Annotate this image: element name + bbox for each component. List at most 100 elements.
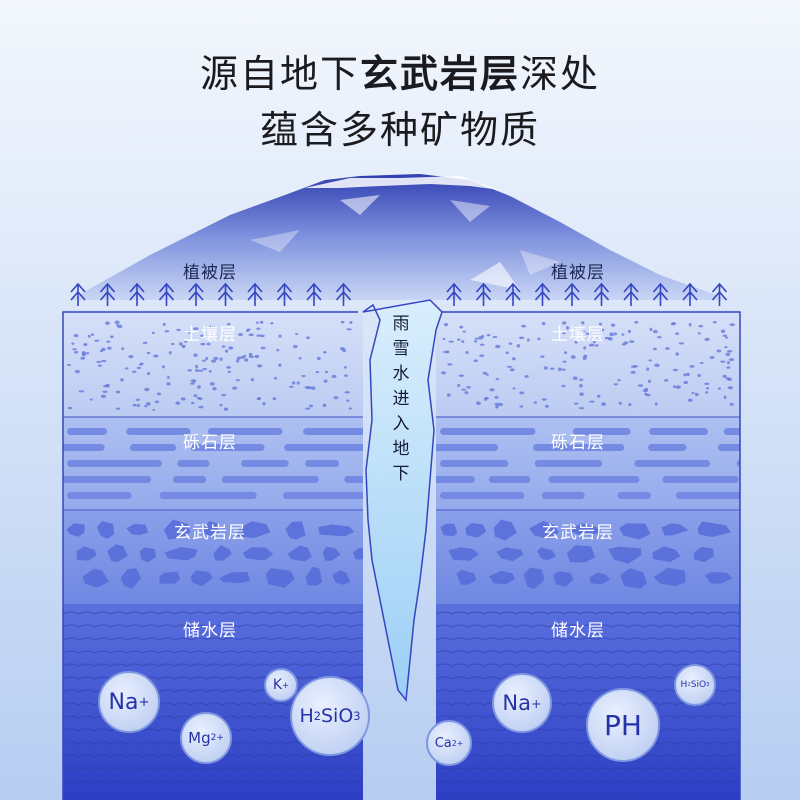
- gravel-piece: [648, 444, 687, 451]
- soil-particle: [581, 321, 585, 325]
- basalt-stone: [652, 546, 681, 562]
- basalt-stone: [553, 571, 574, 587]
- basalt-stone: [661, 523, 689, 536]
- basalt-stone: [653, 567, 686, 587]
- soil-particle: [722, 334, 728, 337]
- water-wave: [63, 793, 363, 797]
- soil-particle: [278, 363, 282, 367]
- soil-particle: [97, 364, 102, 367]
- soil-particle: [694, 392, 699, 397]
- soil-particle: [73, 351, 79, 354]
- soil-particle: [236, 359, 240, 363]
- soil-particle: [583, 346, 587, 350]
- soil-particle: [236, 356, 241, 360]
- channel-char: 水: [392, 364, 410, 384]
- soil-particle: [254, 354, 260, 359]
- page-title: 源自地下玄武岩层深处 蕴含多种矿物质: [0, 46, 800, 158]
- soil-particle: [585, 332, 591, 335]
- soil-particle: [128, 355, 134, 359]
- soil-particle: [146, 351, 151, 355]
- soil-particle: [124, 367, 129, 370]
- soil-particle: [200, 334, 205, 338]
- basalt-stone: [318, 524, 355, 537]
- soil-particle: [610, 323, 616, 327]
- water-wave: [63, 767, 363, 771]
- mineral-symbol: SiO: [690, 680, 707, 690]
- gravel-piece: [548, 476, 640, 483]
- basalt-stone: [523, 567, 545, 589]
- soil-particle: [588, 343, 595, 347]
- tree-icon: [475, 282, 492, 306]
- soil-particle: [288, 385, 294, 388]
- label-soil-left: 土壤层: [183, 325, 237, 345]
- tree-icon: [564, 282, 580, 306]
- soil-particle: [672, 385, 676, 389]
- soil-particle: [200, 342, 206, 346]
- soil-particle: [166, 376, 170, 379]
- soil-particle: [644, 392, 648, 396]
- label-aquifer-left: 储水层: [183, 621, 237, 641]
- label-gravel-left: 砾石层: [183, 433, 237, 453]
- soil-particle: [498, 402, 503, 407]
- soil-particle: [628, 403, 632, 407]
- soil-particle: [494, 395, 499, 399]
- soil-particle: [120, 378, 124, 382]
- water-wave: [63, 624, 363, 628]
- mineral-subscript: 3: [706, 682, 710, 688]
- gravel-piece: [717, 444, 740, 451]
- gravel-piece: [534, 460, 603, 467]
- water-wave: [436, 637, 740, 641]
- gravel-piece: [572, 428, 631, 435]
- soil-particle: [193, 327, 199, 331]
- basalt-stone: [305, 566, 323, 586]
- soil-particle: [226, 322, 231, 326]
- gravel-piece: [723, 428, 740, 435]
- gravel-piece: [67, 460, 162, 467]
- soil-particle: [724, 346, 728, 349]
- soil-particle: [524, 375, 529, 378]
- soil-particle: [729, 323, 735, 327]
- soil-particle: [213, 356, 219, 361]
- soil-particle: [146, 402, 151, 406]
- gravel-piece: [440, 428, 536, 435]
- soil-particle: [648, 359, 652, 362]
- soil-particle: [541, 398, 547, 401]
- soil-particle: [250, 377, 255, 382]
- soil-particle: [296, 381, 300, 385]
- tree-icon: [335, 282, 352, 306]
- soil-particle: [209, 325, 214, 328]
- soil-particle: [599, 328, 605, 332]
- soil-particle: [144, 387, 150, 392]
- soil-particle: [226, 366, 232, 369]
- soil-particle: [102, 390, 108, 394]
- soil-particle: [675, 332, 680, 335]
- soil-particle: [256, 397, 261, 401]
- channel-char: 进: [392, 389, 410, 409]
- soil-particle: [323, 379, 328, 383]
- gravel-piece: [190, 444, 265, 451]
- label-soil-right: 土壤层: [551, 325, 605, 345]
- channel-char: 雨: [392, 314, 410, 334]
- basalt-stone: [242, 547, 274, 561]
- mineral-subscript: 3: [353, 709, 361, 723]
- soil-particle: [457, 338, 461, 341]
- soil-particle: [519, 405, 524, 408]
- soil-particle: [621, 333, 625, 336]
- soil-particle: [672, 368, 679, 372]
- soil-particle: [276, 348, 280, 352]
- tree-icon: [129, 282, 145, 306]
- soil-particle: [187, 330, 192, 334]
- soil-particle: [153, 354, 159, 358]
- soil-particle: [344, 391, 350, 394]
- mineral-symbol: Na: [108, 689, 139, 715]
- soil-particle: [260, 334, 265, 338]
- soil-particle: [78, 390, 85, 393]
- soil-particle: [256, 327, 261, 330]
- gravel-piece: [662, 476, 739, 483]
- soil-particle: [105, 383, 110, 388]
- tree-icon: [711, 282, 728, 306]
- basalt-stone: [159, 571, 181, 584]
- soil-particle: [489, 388, 495, 392]
- basalt-stone: [76, 546, 97, 561]
